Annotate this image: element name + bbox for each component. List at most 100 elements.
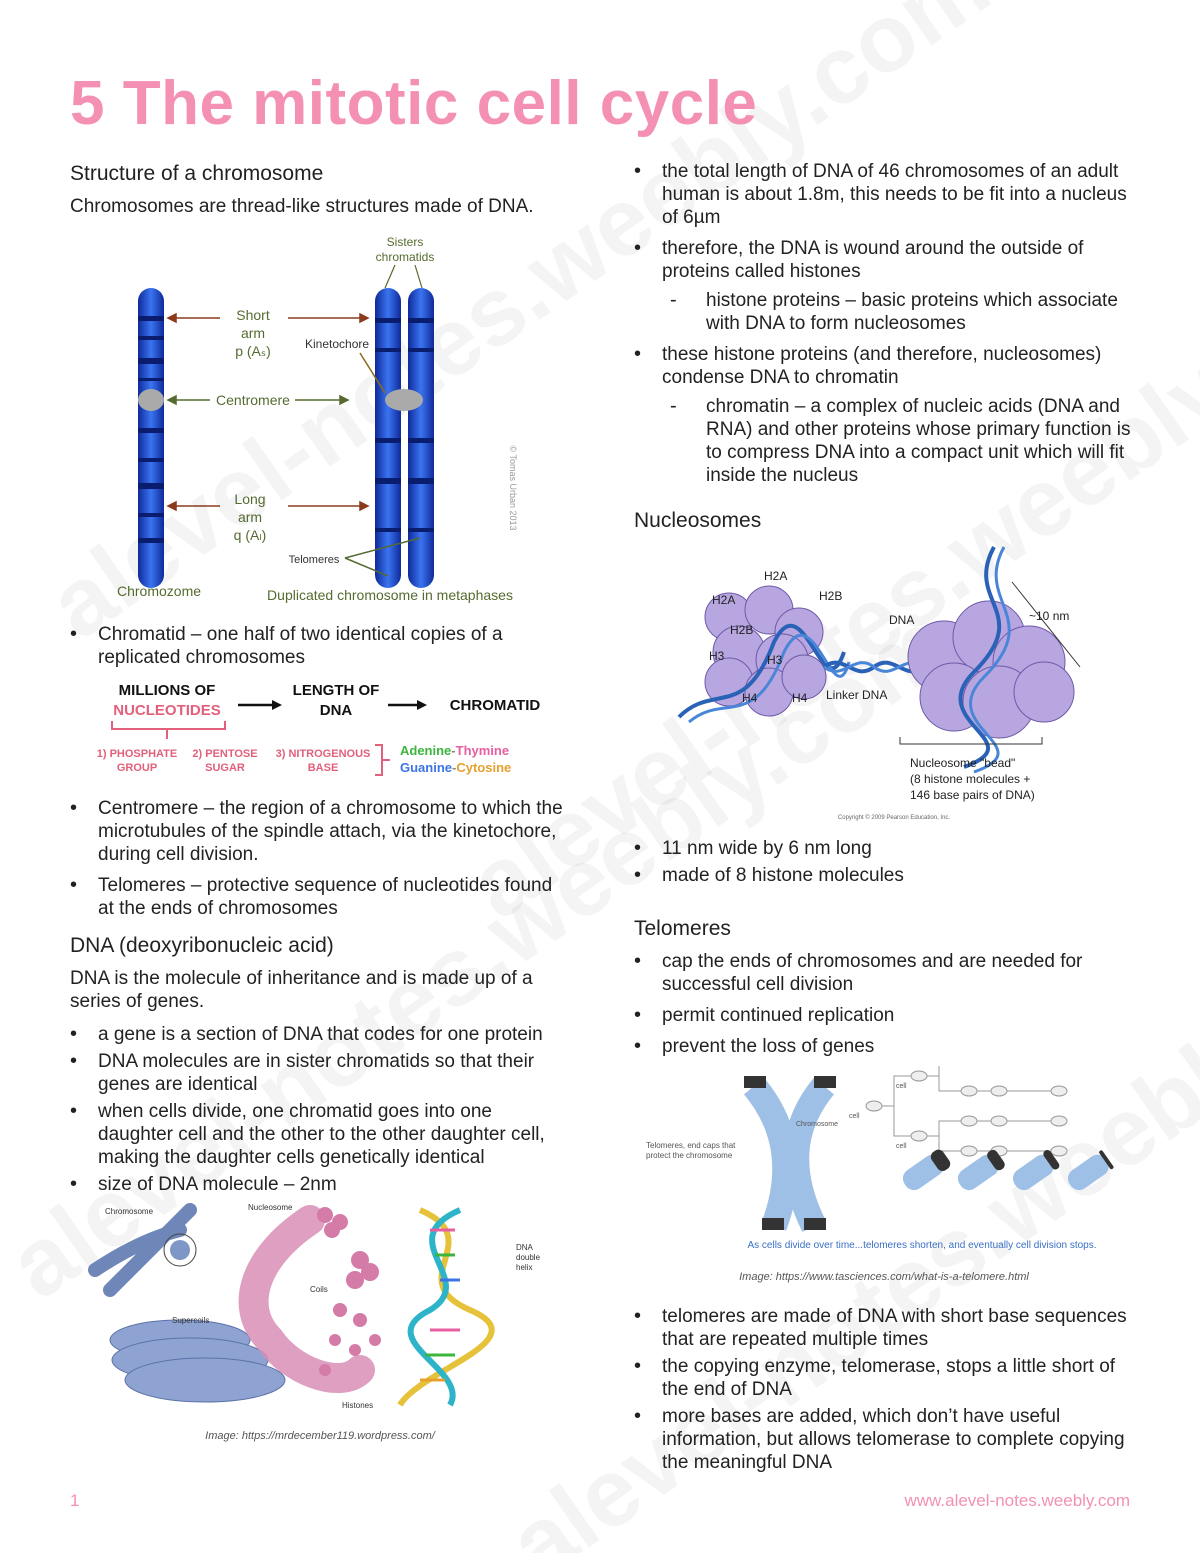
chromatin-sub: chromatin – a complex of nucleic acids (…: [662, 395, 1134, 487]
svg-text:Adenine-Thymine: Adenine-Thymine: [400, 743, 509, 758]
chromosome-label: Chromosome: [105, 1207, 154, 1216]
nucleosome-bullet: made of 8 histone molecules: [634, 864, 1134, 887]
dna-intro: DNA is the molecule of inheritance and i…: [70, 968, 533, 1012]
dna-bullet: DNA molecules are in sister chromatids s…: [70, 1050, 570, 1096]
telomere-detail-bullet: the copying enzyme, telomerase, stops a …: [634, 1355, 1134, 1401]
centromere-bullet: Centromere – the region of a chromosome …: [70, 797, 570, 866]
end-caps-label: Telomeres, end caps that: [646, 1141, 736, 1150]
arm-label: arm: [241, 325, 265, 341]
chromatids-label: chromatids: [376, 250, 435, 264]
duplicated-label: Duplicated chromosome in metaphases: [267, 587, 513, 603]
short-label: Short: [236, 307, 270, 323]
duplicated-chromosome: [375, 288, 434, 588]
adenine-label: Adenine: [400, 743, 451, 758]
telomere-figure: Telomeres, end caps that protect the chr…: [646, 1066, 1114, 1251]
nucleosome-figure: H2A H2A H2B H2B H3 H3 H4 H4 DNA ~10 nm L…: [677, 546, 1081, 821]
section-heading-dna: DNA (deoxyribonucleic acid): [70, 934, 334, 957]
telomere-bullet: cap the ends of chromosomes and are need…: [634, 950, 1134, 996]
telomere-figure-caption: As cells divide over time...telomeres sh…: [747, 1240, 1096, 1251]
h2b-label: H2B: [730, 623, 753, 637]
h2a-top-label: H2A: [764, 569, 787, 583]
nucleosome-bullet: 11 nm wide by 6 nm long: [634, 837, 1134, 860]
dna-composition-figure: MILLIONS OF NUCLEOTIDES LENGTH OF DNA CH…: [97, 682, 541, 776]
telomeres-bullet: Telomeres – protective sequence of nucle…: [70, 874, 570, 920]
q-label: q (Aₗ): [234, 527, 267, 543]
long-label: Long: [234, 491, 265, 507]
copyright-label: © Tomas Urban 2013: [508, 445, 518, 530]
dna-label: DNA: [516, 1243, 534, 1252]
protect-label: protect the chromosome: [646, 1151, 733, 1160]
page-number: 1: [70, 1491, 80, 1510]
bead-bp-label: 146 base pairs of DNA): [910, 788, 1035, 802]
telomere-detail-bullet: telomeres are made of DNA with short bas…: [634, 1305, 1134, 1351]
kinetochore-label: Kinetochore: [305, 337, 369, 351]
nucleotides-label: NUCLEOTIDES: [113, 702, 221, 719]
dna-packaging-figure: Chromosome Nucleosome DNA double helix C…: [88, 1203, 541, 1410]
nm-label: ~10 nm: [1029, 609, 1069, 623]
telomere-detail-bullet: more bases are added, which don’t have u…: [634, 1405, 1134, 1474]
telomere-bullet: permit continued replication: [634, 1004, 1134, 1027]
dna-label: DNA: [320, 702, 353, 719]
cytosine-label: Cytosine: [456, 760, 511, 775]
thymine-label: Thymine: [456, 743, 509, 758]
section-heading-nucleosomes: Nucleosomes: [634, 509, 762, 532]
histones-label: Histones: [342, 1401, 373, 1410]
section-heading-structure: Structure of a chromosome: [70, 162, 324, 185]
histones-bullet-text: therefore, the DNA is wound around the o…: [662, 238, 1084, 282]
cell-label: cell: [896, 1143, 907, 1150]
h4-label: H4: [742, 691, 758, 705]
h2b-top-label: H2B: [819, 589, 842, 603]
length-of-label: LENGTH OF: [293, 682, 380, 699]
telomere-caption: Image: https://www.tasciences.com/what-i…: [634, 1266, 1134, 1289]
coils-label: Coils: [310, 1285, 328, 1294]
histones-bullet: therefore, the DNA is wound around the o…: [634, 237, 1134, 335]
h2a-label: H2A: [712, 593, 735, 607]
chromosome-structure-figure: Sisters chromatids: [117, 235, 518, 603]
left-column: Structure of a chromosome Chromosomes ar…: [70, 162, 570, 1448]
pentose-sugar-label: SUGAR: [205, 762, 245, 774]
chromatid-label: CHROMATID: [450, 697, 541, 714]
right-column: the total length of DNA of 46 chromosome…: [634, 160, 1134, 1478]
supercoils-label: Supercoils: [172, 1316, 209, 1325]
h3b-label: H3: [767, 653, 783, 667]
arm2-label: arm: [238, 509, 262, 525]
telomere-bullet: prevent the loss of genes: [634, 1035, 1134, 1058]
phosphate-group-label: GROUP: [117, 762, 157, 774]
pentose-label: 2) PENTOSE: [192, 748, 257, 760]
h4b-label: H4: [792, 691, 808, 705]
svg-text:Guanine-Cytosine: Guanine-Cytosine: [400, 760, 511, 775]
h3-label: H3: [709, 649, 725, 663]
double-label: double: [516, 1253, 541, 1262]
nitrogenous-base-label: BASE: [308, 762, 339, 774]
p-label: p (Aₛ): [235, 343, 271, 359]
caption-link[interactable]: https://mrdecember119.wordpress.com/: [241, 1430, 435, 1442]
chromosome-label: Chromosome: [796, 1121, 838, 1128]
centromere-label: Centromere: [216, 392, 290, 408]
section-heading-telomeres: Telomeres: [634, 917, 731, 940]
caption-link[interactable]: https://www.tasciences.com/what-is-a-tel…: [775, 1271, 1029, 1283]
nitrogenous-label: 3) NITROGENOUS: [276, 748, 371, 760]
nucleosome-label: Nucleosome: [248, 1203, 293, 1212]
phosphate-label: 1) PHOSPHATE: [97, 748, 177, 760]
pearson-copyright: Copyright © 2009 Pearson Education, Inc.: [838, 814, 950, 821]
dna-bullet: when cells divide, one chromatid goes in…: [70, 1100, 570, 1169]
chromatid-bullet: Chromatid – one half of two identical co…: [70, 623, 570, 669]
caption-prefix: Image:: [739, 1271, 776, 1283]
structure-intro: Chromosomes are thread-like structures m…: [70, 196, 534, 217]
bead-label: Nucleosome "bead": [910, 756, 1015, 770]
caption-prefix: Image:: [205, 1430, 242, 1442]
cell-label: cell: [849, 1113, 860, 1120]
single-chromosome: [138, 288, 164, 588]
page-title: 5 The mitotic cell cycle: [70, 69, 758, 138]
dna-label: DNA: [889, 613, 914, 627]
dna-length-bullet: the total length of DNA of 46 chromosome…: [634, 160, 1134, 229]
dna-bullet: size of DNA molecule – 2nm: [70, 1173, 570, 1196]
cell-label: cell: [896, 1083, 907, 1090]
guanine-label: Guanine: [400, 760, 452, 775]
bead-detail-label: (8 histone molecules +: [910, 772, 1030, 786]
dna-bullet: a gene is a section of DNA that codes fo…: [70, 1023, 570, 1046]
condense-bullet-text: these histone proteins (and therefore, n…: [662, 344, 1102, 388]
site-url[interactable]: www.alevel-notes.weebly.com: [904, 1491, 1131, 1510]
linker-dna-label: Linker DNA: [826, 688, 887, 702]
condense-bullet: these histone proteins (and therefore, n…: [634, 343, 1134, 487]
